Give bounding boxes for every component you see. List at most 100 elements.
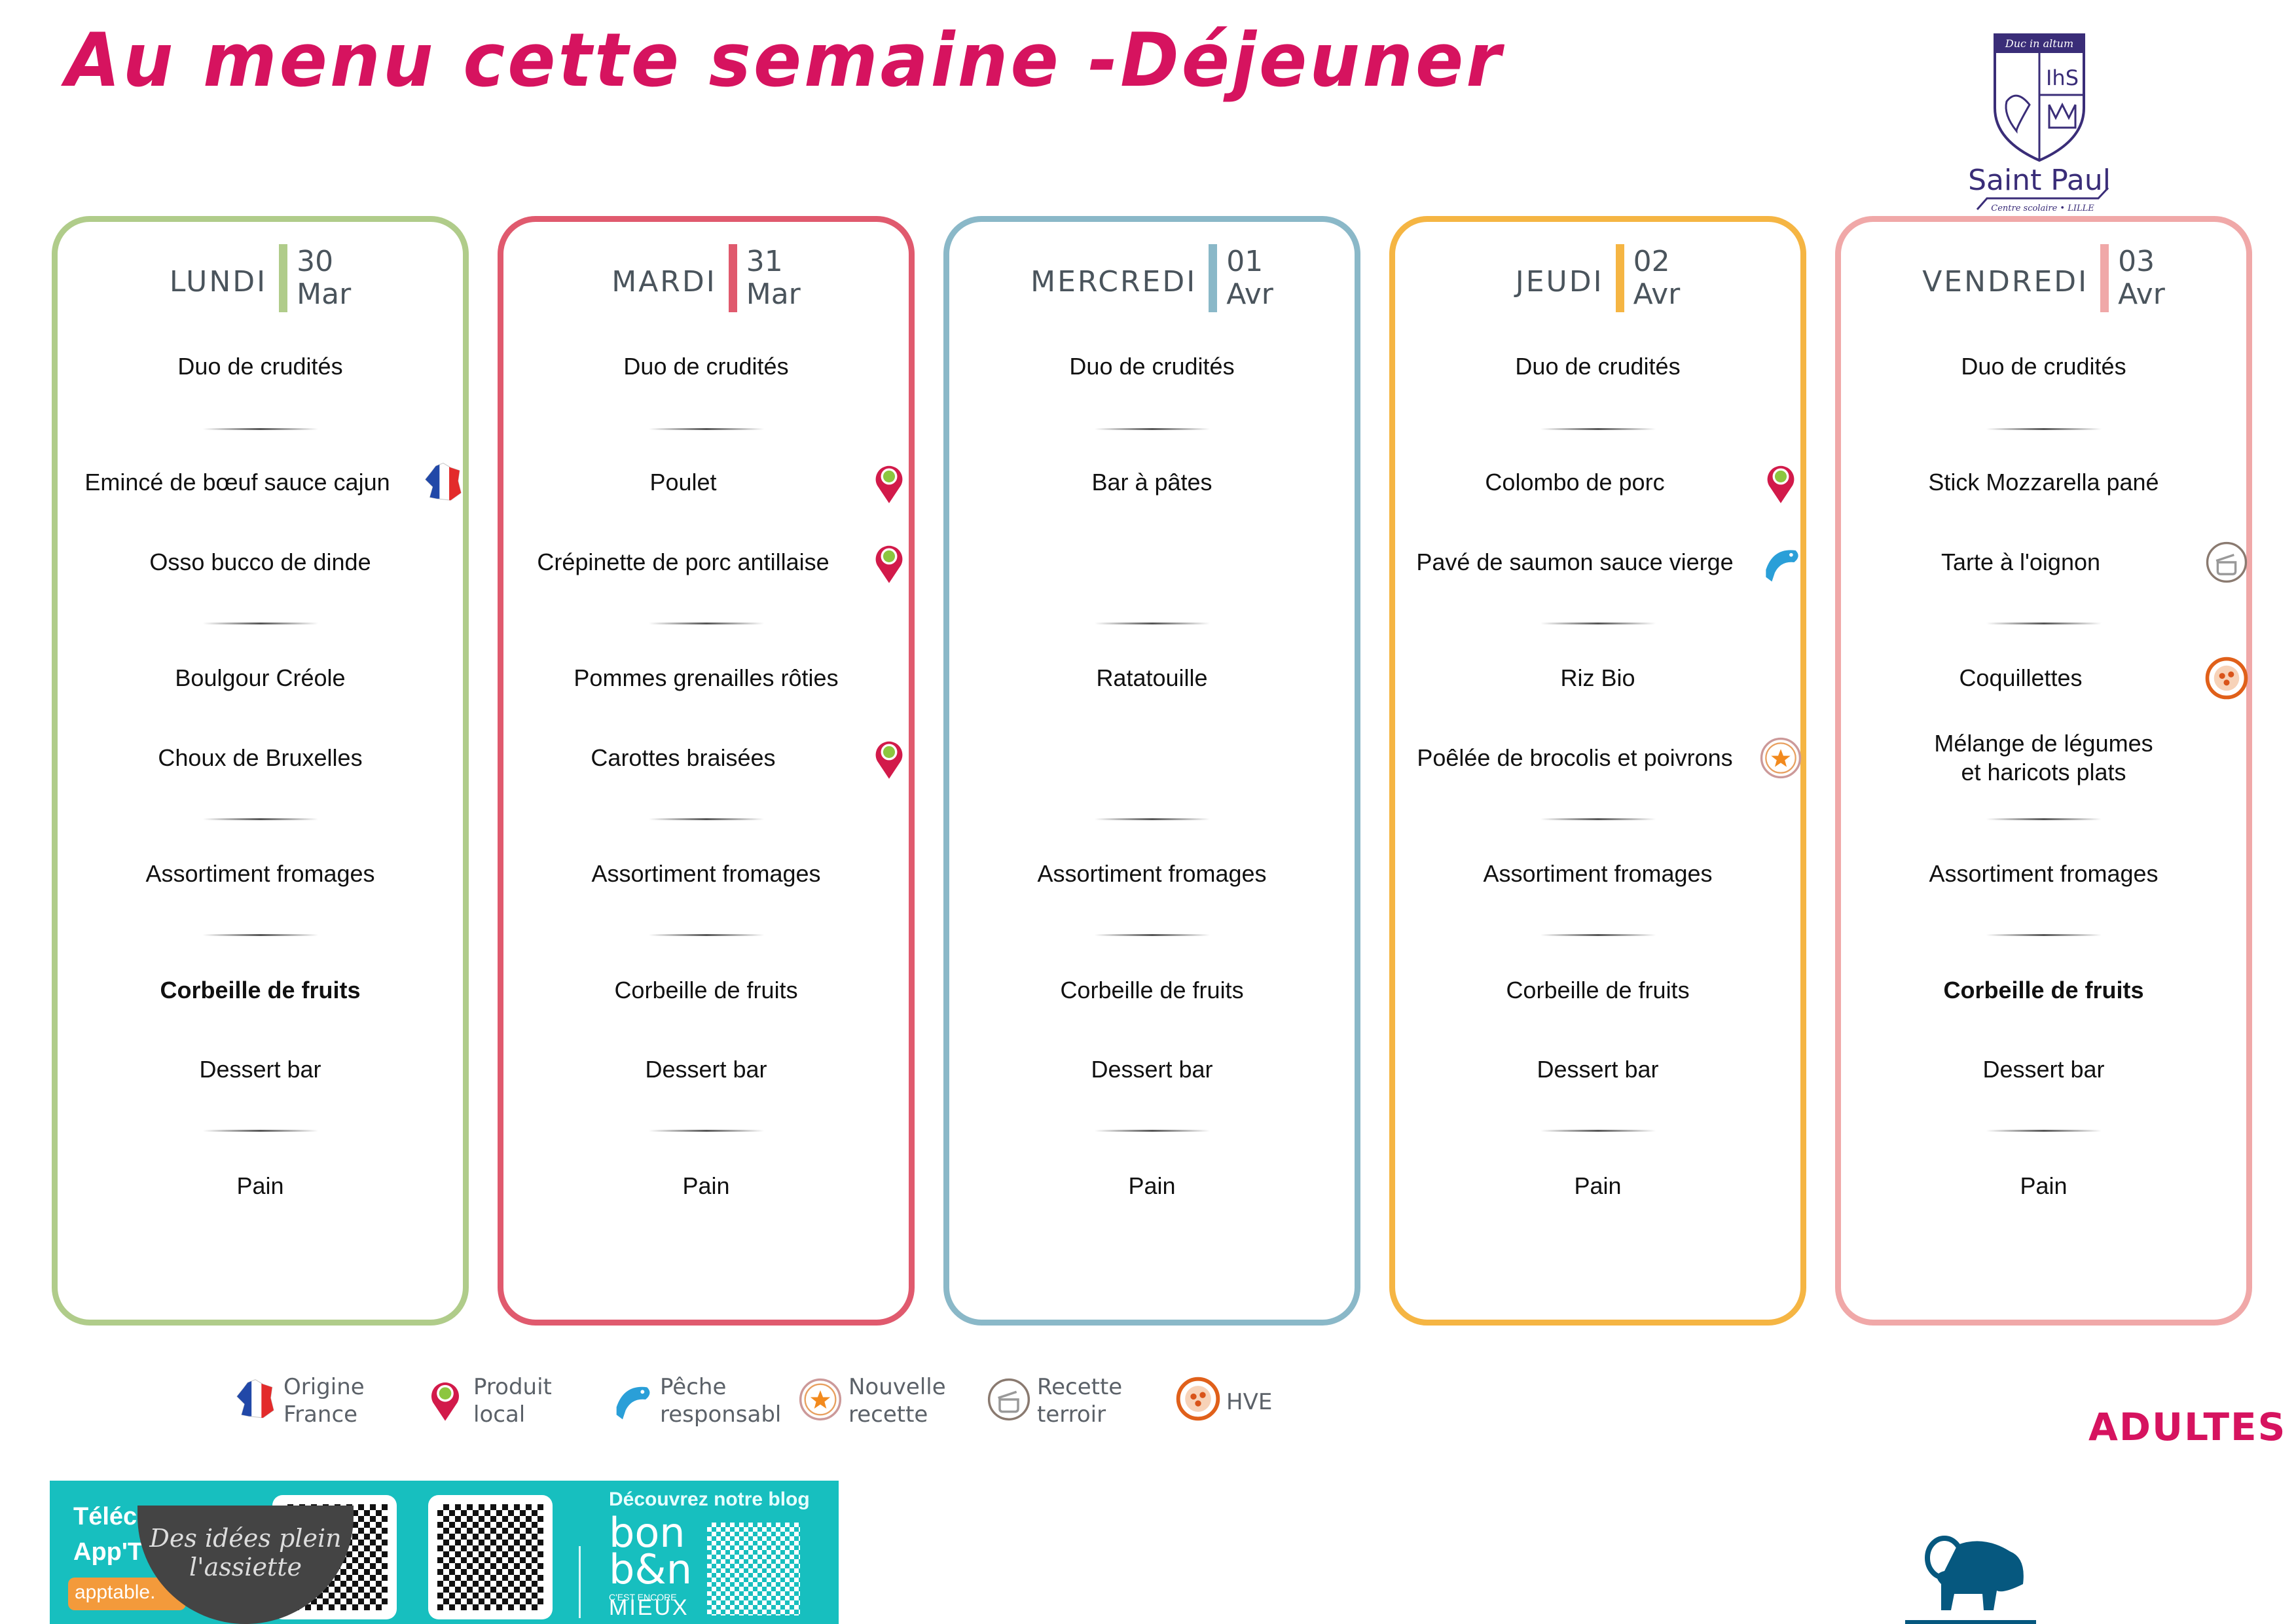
menu-item-label: Assortiment fromages (1929, 860, 2159, 887)
legend-label: HVE (1226, 1388, 1273, 1415)
menu-item-label: Riz Bio (1560, 664, 1635, 691)
day-month: Mar (746, 278, 801, 311)
day-number: 30 (297, 245, 334, 278)
course-divider (1986, 428, 2102, 430)
day-number: 01 (1226, 245, 1264, 278)
divider (579, 1546, 581, 1618)
day-number: 03 (2118, 245, 2155, 278)
star-icon (797, 1374, 848, 1428)
legend-item: Origine France (232, 1373, 401, 1428)
menu-item-label: Crépinette de porc antillaise (537, 549, 829, 575)
day-color-bar (1209, 244, 1218, 312)
hve-icon (1175, 1373, 1226, 1428)
menu-item-label: Carottes braisées (591, 744, 776, 771)
menu-item-label: Coquillettes (1959, 664, 2083, 691)
day-color-bar (1615, 244, 1624, 312)
course-divider (1986, 818, 2102, 820)
legend-label: Produit local (473, 1374, 552, 1428)
bon-logo-line2: b&n (609, 1545, 692, 1593)
course-divider (1094, 1130, 1210, 1132)
logo-motto: Duc in altum (2005, 37, 2073, 50)
course-divider (1540, 934, 1656, 936)
course-divider (648, 934, 764, 936)
day-name: MARDI (611, 264, 717, 298)
bon-tagline-2: MIEUX (609, 1595, 689, 1620)
star-icon (1758, 736, 1803, 780)
audience-label: ADULTES (2088, 1405, 2287, 1449)
day-color-bar (279, 244, 288, 312)
legend-label: Pêche responsabl (660, 1374, 782, 1428)
day-name: VENDREDI (1922, 264, 2089, 298)
menu-item-label: Duo de crudités (623, 353, 789, 380)
bison-logo (1905, 1536, 2036, 1624)
day-name: LUNDI (169, 264, 268, 298)
legend-label: Nouvelle recette (848, 1374, 946, 1428)
pot-icon (986, 1374, 1037, 1428)
menu-item-label: Stick Mozzarella pané (1928, 469, 2159, 496)
fish-icon (609, 1374, 660, 1428)
menu-item-label: Bar à pâtes (1091, 469, 1212, 496)
menu-item-label: Duo de crudités (177, 353, 343, 380)
menu-item-label: Assortiment fromages (591, 860, 821, 887)
legend-label: Origine France (283, 1374, 365, 1428)
menu-item-label: Osso bucco de dinde (149, 549, 371, 575)
course-divider (1094, 934, 1210, 936)
day-color-bar (728, 244, 737, 312)
local-pin-icon (1758, 460, 1803, 505)
legend-label: Recette terroir (1037, 1374, 1123, 1428)
menu-item-label: Corbeille de fruits (160, 977, 361, 1003)
course-divider (1540, 1130, 1656, 1132)
menu-item-label: Corbeille de fruits (1506, 977, 1690, 1003)
menu-item-label: Corbeille de fruits (1943, 977, 2144, 1003)
hve-icon (2204, 656, 2249, 700)
day-month: Avr (2118, 278, 2165, 311)
banner-download-text: Téléc (73, 1503, 137, 1530)
legend-item: Produit local (422, 1373, 591, 1428)
saint-paul-logo: Duc in altum IhS Saint Paul Centre scola… (1968, 33, 2111, 213)
apptable-button[interactable]: apptable. (68, 1578, 186, 1610)
day-month: Avr (1633, 278, 1681, 311)
menu-item-label: Pain (682, 1172, 730, 1199)
menu-item-label: Pommes grenailles rôties (574, 664, 839, 691)
menu-item-label: Duo de crudités (1515, 353, 1681, 380)
menu-item-label: Poulet (649, 469, 717, 496)
menu-item-label: Choux de Bruxelles (158, 744, 363, 771)
menu-item-label: Dessert bar (1091, 1056, 1213, 1083)
france-flag-icon (421, 460, 465, 505)
course-divider (1540, 428, 1656, 430)
course-divider (202, 623, 318, 624)
menu-item-label: Duo de crudités (1069, 353, 1235, 380)
logo-monogram: IhS (2046, 65, 2079, 90)
menu-item-label: Pain (236, 1172, 284, 1199)
qr-code-android[interactable] (428, 1495, 553, 1619)
menu-item-label: Assortiment fromages (1483, 860, 1713, 887)
menu-item-label: Dessert bar (1537, 1056, 1659, 1083)
course-divider (1540, 818, 1656, 820)
page-title: Au menu cette semaine -Déjeuner (65, 17, 1504, 104)
day-month: Mar (297, 278, 352, 311)
course-divider (1540, 623, 1656, 624)
local-pin-icon (867, 460, 911, 505)
menu-item-label: Duo de crudités (1961, 353, 2126, 380)
blog-label: Découvrez notre blog (609, 1489, 810, 1510)
course-divider (648, 428, 764, 430)
menu-item-label: Boulgour Créole (175, 664, 346, 691)
course-divider (1094, 818, 1210, 820)
course-divider (648, 818, 764, 820)
menu-item-label: Pain (2020, 1172, 2068, 1199)
menu-item-label: Corbeille de fruits (614, 977, 798, 1003)
menu-item-label: Assortiment fromages (145, 860, 375, 887)
menu-item-label: Corbeille de fruits (1060, 977, 1244, 1003)
menu-item-label: Tarte à l'oignon (1941, 549, 2101, 575)
qr-code-blog[interactable] (704, 1520, 803, 1618)
banner-app-text: App'T (73, 1538, 143, 1566)
logo-name: Saint Paul (1968, 164, 2111, 197)
